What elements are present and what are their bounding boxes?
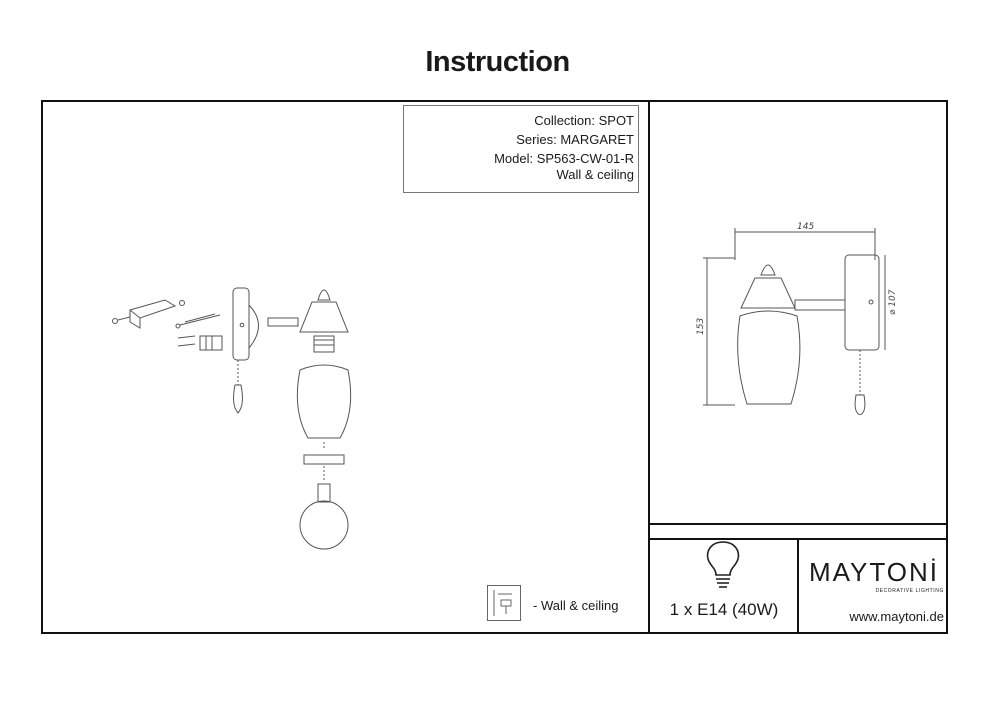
product-info-box: Collection: SPOT Series: MARGARET Model:…	[403, 105, 639, 193]
divider-vertical-main	[648, 100, 650, 634]
series-label: Series: MARGARET	[516, 132, 634, 147]
screw	[179, 314, 221, 326]
glass-shade	[296, 364, 352, 439]
exploded-assembly-diagram	[112, 287, 352, 550]
model-label: Model: SP563-CW-01-R	[494, 151, 634, 166]
dim-diameter-label: ⌀ 107	[888, 289, 898, 315]
finial	[317, 289, 331, 301]
light-bulb	[299, 500, 349, 550]
lightbulb-icon	[706, 541, 740, 588]
wall-plate	[232, 287, 250, 361]
mounting-label: Wall & ceiling	[556, 167, 634, 182]
terminal-block	[199, 335, 223, 351]
dim-height-label: 153	[696, 318, 706, 335]
divider-vertical-footer	[797, 538, 799, 634]
collection-label: Collection: SPOT	[534, 113, 634, 128]
instruction-frame	[41, 100, 948, 634]
mounting-bracket	[128, 299, 177, 319]
brand-tagline: DECORATIVE LIGHTING	[875, 588, 944, 594]
brand-logo: MAYTONİ	[808, 557, 940, 587]
bulb-spec-label: 1 x E14 (40W)	[669, 600, 779, 619]
wall-ceiling-mount-icon	[487, 585, 521, 621]
website-link[interactable]: www.maytoni.de	[849, 609, 944, 624]
shade-ring	[303, 454, 345, 465]
dimension-drawing: 145 153 ⌀ 107	[696, 222, 898, 415]
dim-width-label: 145	[797, 222, 814, 232]
legend-label: - Wall & ceiling	[533, 598, 619, 613]
divider-horizontal-right	[648, 523, 948, 525]
page-title: Instruction	[425, 46, 570, 78]
